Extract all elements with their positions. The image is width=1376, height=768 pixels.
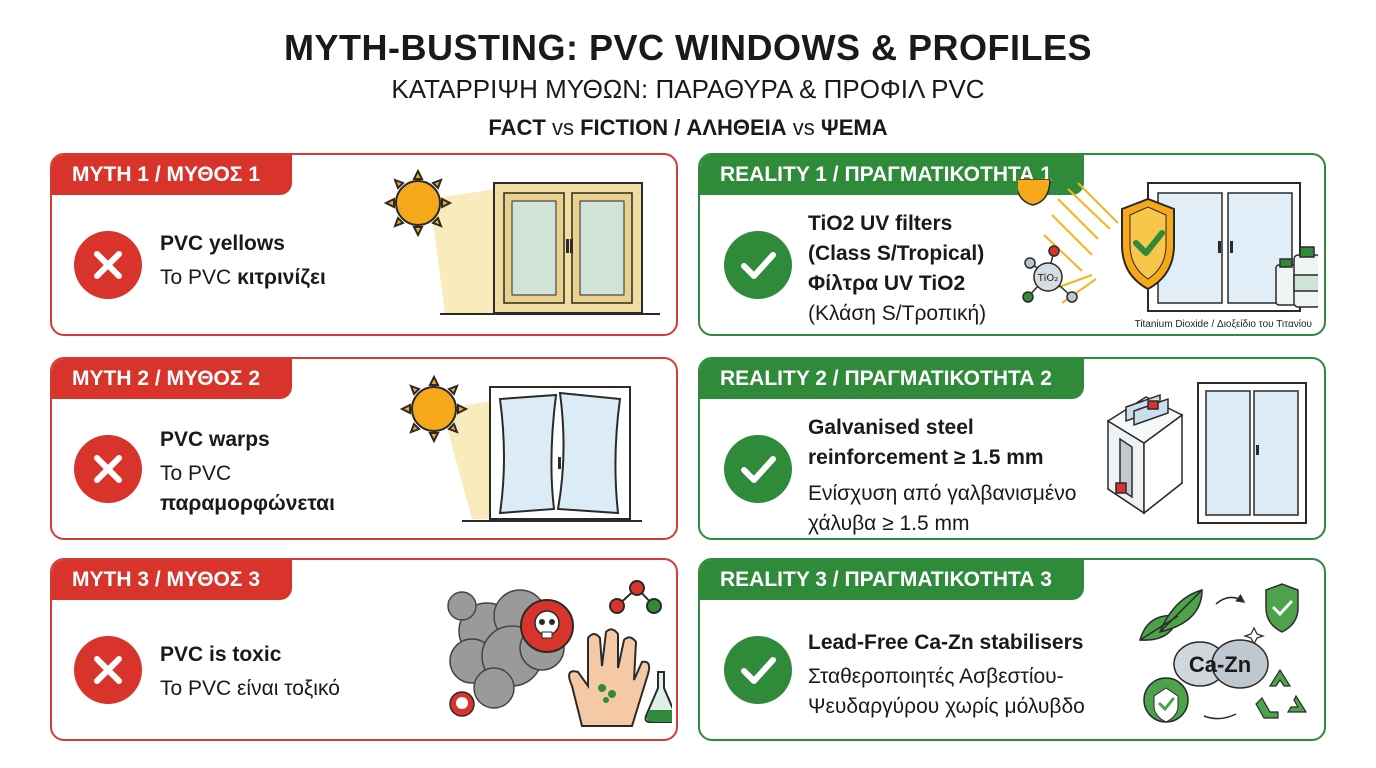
page-subtitle: ΚΑΤΑΡΡΙΨΗ ΜΥΘΩΝ: ΠΑΡΑΘΥΡΑ & ΠΡΟΦΙΛ PVC	[391, 74, 985, 104]
cross-icon	[74, 636, 142, 704]
cross-icon	[74, 435, 142, 503]
header: MYTH-BUSTING: PVC WINDOWS & PROFILES ΚΑΤ…	[0, 24, 1376, 144]
reality-text-en-2: (Class S/Tropical)	[808, 242, 985, 265]
sun-icon	[383, 169, 453, 238]
reality-card-3: REALITY 3 / ΠΡΑΓΜΑΤΙΚΟΤΗΤΑ 3 Lead-Free C…	[698, 558, 1326, 741]
flask-icon	[644, 671, 672, 723]
myth-badge: MYTH 1 / ΜΥΘΟΣ 1	[52, 155, 292, 195]
myth-card-1: MYTH 1 / ΜΥΘΟΣ 1 PVC yellows Το PVC κιτρ…	[50, 153, 678, 336]
myth-text-gr-bold: παραμορφώνεται	[160, 492, 335, 515]
reality-text-gr-2: χάλυβα ≥ 1.5 mm	[808, 512, 970, 535]
reality-card-1: REALITY 1 / ΠΡΑΓΜΑΤΙΚΟΤΗΤΑ 1 TiO2 UV fil…	[698, 153, 1326, 336]
reality-text-en-1: Galvanised steel	[808, 416, 974, 439]
reality-text-gr-1: Ενίσχυση από γαλβανισμένο	[808, 482, 1077, 505]
warped-window-illustration	[399, 374, 642, 522]
sun-icon	[399, 374, 469, 444]
myth-text-en: PVC warps	[160, 428, 270, 451]
reality-text: Lead-Free Ca-Zn stabilisers Σταθεροποιητ…	[808, 628, 1085, 722]
reality-badge: REALITY 2 / ΠΡΑΓΜΑΤΙΚΟΤΗΤΑ 2	[700, 359, 1084, 399]
leaves-icon	[1139, 589, 1203, 641]
reality-text-en-2: reinforcement ≥ 1.5 mm	[808, 446, 1044, 469]
checkmark-icon	[724, 231, 792, 299]
uv-shield-window-illustration: TiO₂	[1018, 179, 1318, 312]
reality-text-gr-1: Σταθεροποιητές Ασβεστίου-	[808, 665, 1064, 688]
tagline: FACT vs FICTION / ΑΛΗΘΕΙΑ vs ΨΕΜΑ	[0, 112, 1376, 144]
molecule-icon	[1022, 245, 1078, 303]
myth-badge: MYTH 3 / ΜΥΘΟΣ 3	[52, 560, 292, 600]
reality-text-gr-2: Ψευδαργύρου χωρίς μόλυβδο	[808, 695, 1085, 718]
bottles-icon	[1275, 246, 1318, 308]
myth-text-en: PVC is toxic	[160, 643, 282, 666]
toxic-smoke-illustration	[447, 580, 672, 727]
myth-badge: MYTH 2 / ΜΥΘΟΣ 2	[52, 359, 292, 399]
myth-text: PVC is toxic Το PVC είναι τοξικό	[160, 640, 340, 704]
yellowed-window-illustration	[383, 169, 660, 315]
reality-text: Galvanised steel reinforcement ≥ 1.5 mm …	[808, 413, 1077, 538]
ca-zn-label: Ca-Zn	[1189, 652, 1251, 677]
tagline-lie: ΨΕΜΑ	[820, 115, 888, 140]
checkmark-icon	[724, 435, 792, 503]
tagline-vs: vs	[792, 115, 815, 140]
myth-card-2: MYTH 2 / ΜΥΘΟΣ 2 PVC warps Το PVC παραμο…	[50, 357, 678, 540]
myth-text-gr: Το PVC είναι τοξικό	[160, 677, 340, 700]
sun-icon	[1018, 179, 1051, 206]
hand-icon	[568, 628, 651, 727]
reality-text-en-1: Lead-Free Ca-Zn stabilisers	[808, 631, 1084, 654]
cross-icon	[74, 231, 142, 299]
steel-reinforcement-illustration	[1106, 382, 1307, 524]
shield-check-icon	[1143, 677, 1189, 723]
reality-text: TiO2 UV filters (Class S/Tropical) Φίλτρ…	[808, 209, 986, 329]
recycle-icon	[1255, 668, 1308, 719]
molecule-icon	[609, 580, 662, 614]
checkmark-icon	[724, 636, 792, 704]
myth-text-en: PVC yellows	[160, 232, 285, 255]
reality-badge: REALITY 3 / ΠΡΑΓΜΑΤΙΚΟΤΗΤΑ 3	[700, 560, 1084, 600]
reality-text-en-1: TiO2 UV filters	[808, 212, 953, 235]
shield-icon	[1121, 197, 1175, 291]
profile-cross-section-icon	[1106, 393, 1184, 515]
page-title: MYTH-BUSTING: PVC WINDOWS & PROFILES	[284, 27, 1092, 68]
myth-card-3: MYTH 3 / ΜΥΘΟΣ 3 PVC is toxic Το PVC είν…	[50, 558, 678, 741]
ca-zn-stabiliser-illustration: Ca-Zn	[1139, 583, 1308, 723]
myth-text-gr: Το PVC κιτρινίζει	[160, 266, 326, 289]
tagline-fiction: FICTION / ΑΛΗΘΕΙΑ	[580, 115, 787, 140]
skull-icon	[520, 599, 574, 653]
small-skull-icon	[449, 691, 475, 717]
reality-text-gr-2: (Κλάση S/Τροπική)	[808, 302, 987, 325]
myth-text: PVC yellows Το PVC κιτρινίζει	[160, 229, 326, 293]
tagline-vs: vs	[551, 115, 574, 140]
tagline-fact: FACT	[488, 115, 546, 140]
reality-text-gr-1: Φίλτρα UV TiO2	[808, 272, 966, 295]
reality-card-2: REALITY 2 / ΠΡΑΓΜΑΤΙΚΟΤΗΤΑ 2 Galvanised …	[698, 357, 1326, 540]
titanium-dioxide-caption: Titanium Dioxide / Διοξείδιο του Τιτανίο…	[1134, 319, 1312, 330]
molecule-label: TiO₂	[1037, 273, 1058, 284]
ca-zn-bubble-icon	[1173, 639, 1269, 689]
myth-text: PVC warps Το PVC παραμορφώνεται	[160, 425, 335, 519]
myth-text-gr-prefix: Το PVC	[160, 462, 232, 485]
shield-check-icon	[1265, 583, 1299, 633]
